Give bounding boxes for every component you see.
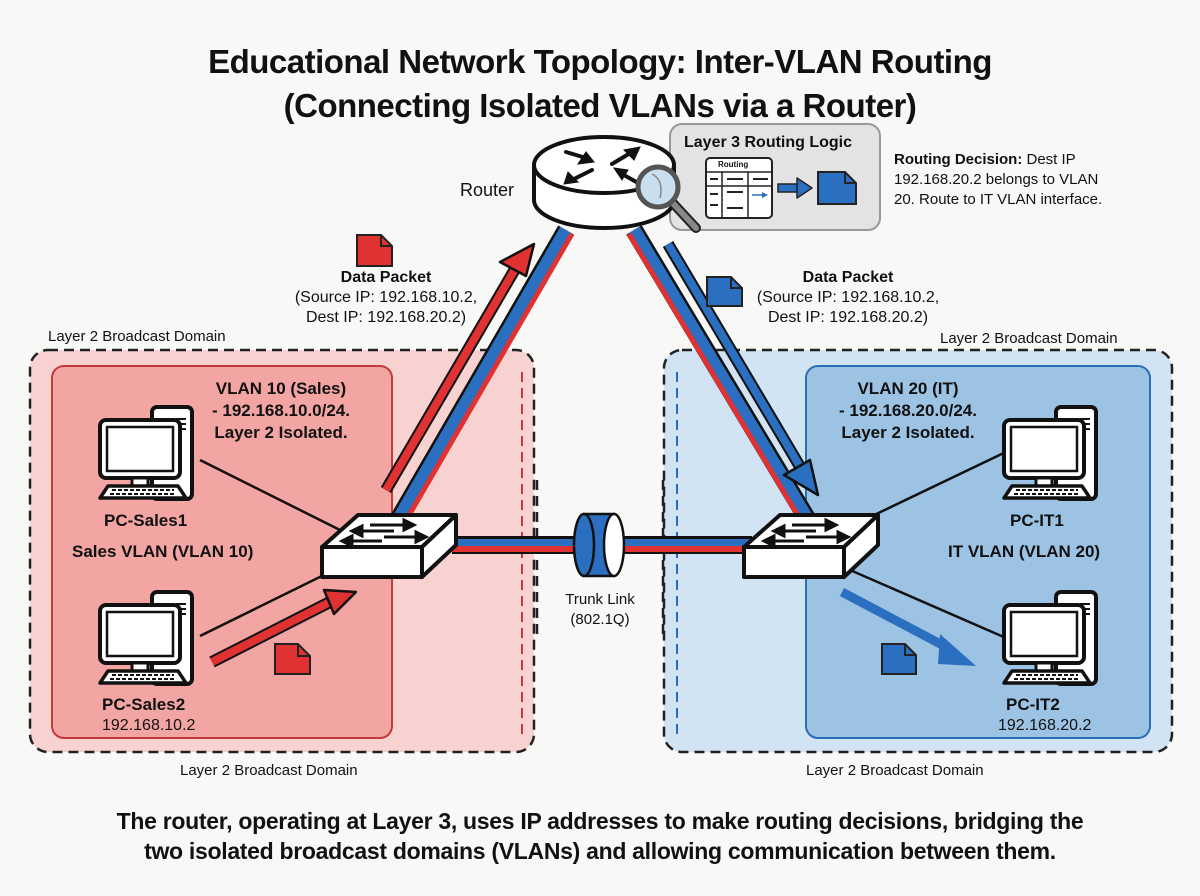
routing-decision-text-2: 192.168.20.2 belongs to VLAN [894, 171, 1099, 188]
packet-left-dest: Dest IP: 192.168.20.2) [305, 309, 467, 326]
cable-it2 [849, 568, 1007, 640]
vlan20-info: VLAN 20 (IT) - 192.168.20.0/24. Layer 2 … [822, 378, 994, 444]
pc-sales2-ip: 192.168.10.2 [102, 717, 196, 734]
packet-right-dest: Dest IP: 192.168.20.2) [767, 309, 929, 326]
router-label: Router [460, 180, 515, 200]
packet-arrow-switch-to-it2 [839, 588, 976, 666]
cables [199, 448, 1011, 640]
pc-sales1-label: PC-Sales1 [104, 511, 188, 530]
caption-line-1: The router, operating at Layer 3, uses I… [116, 808, 1084, 834]
left-domain-top-label: Layer 2 Broadcast Domain [48, 328, 226, 345]
pc-sales1-icon[interactable] [98, 405, 194, 501]
pc-sales2-label: PC-Sales2 [102, 695, 186, 714]
routed-packet-icon [817, 171, 857, 205]
packet-icon-red-low [274, 643, 311, 675]
cable-sales1 [199, 458, 341, 532]
packet-info-left: Data Packet (Source IP: 192.168.10.2, De… [266, 268, 506, 328]
vlan20-isolation: Layer 2 Isolated. [841, 423, 975, 442]
pc-it1-label: PC-IT1 [1010, 511, 1064, 530]
uplink-left [390, 225, 575, 526]
vlan10-info: VLAN 10 (Sales) - 192.168.10.0/24. Layer… [196, 378, 366, 444]
packet-icon-red-top [356, 234, 393, 267]
packet-arrow-sales2-to-switch [209, 588, 358, 668]
routing-logic-box [669, 123, 881, 231]
cable-sales2 [199, 570, 331, 638]
routing-decision: Routing Decision: Dest IP 192.168.20.2 b… [894, 150, 1102, 210]
packet-right-source: (Source IP: 192.168.10.2, [756, 289, 940, 306]
vlan10-name: Sales VLAN (VLAN 10) [72, 542, 254, 561]
pc-sales2-icon[interactable] [98, 590, 194, 686]
pc-it2-icon[interactable] [1002, 590, 1098, 686]
caption-line-2: two isolated broadcast domains (VLANs) a… [144, 838, 1056, 864]
packet-icon-blue-top [706, 276, 743, 307]
pc-it2-ip: 192.168.20.2 [998, 717, 1092, 734]
packet-arrow-left-up [380, 242, 536, 494]
vlan10-title: VLAN 10 (Sales) [215, 379, 347, 398]
routing-table-header: Routing [718, 160, 749, 169]
vlan10-subnet: - 192.168.10.0/24. [211, 401, 350, 420]
vlan20-name: IT VLAN (VLAN 20) [948, 542, 1101, 561]
vlan20-subnet: - 192.168.20.0/24. [838, 401, 977, 420]
packet-left-source: (Source IP: 192.168.10.2, [294, 289, 478, 306]
magnifier-icon [635, 164, 701, 233]
right-domain-bottom-label: Layer 2 Broadcast Domain [806, 762, 984, 779]
title-line-2: (Connecting Isolated VLANs via a Router) [283, 87, 917, 124]
left-domain-bottom-label: Layer 2 Broadcast Domain [180, 762, 358, 779]
forward-arrow-icon [777, 177, 813, 199]
routing-logic-title: Layer 3 Routing Logic [684, 134, 853, 151]
trunk-label: Trunk Link (802.1Q) [540, 590, 660, 630]
routing-decision-text-3: 20. Route to IT VLAN interface. [894, 191, 1103, 208]
routing-decision-label: Routing Decision: [894, 151, 1023, 168]
packet-arrow-right-down [662, 240, 820, 497]
packet-info-right: Data Packet (Source IP: 192.168.10.2, De… [728, 268, 968, 328]
diagram-caption: The router, operating at Layer 3, uses I… [0, 806, 1200, 866]
uplink-right [626, 225, 816, 526]
packet-left-title: Data Packet [340, 269, 432, 286]
trunk-protocol: (802.1Q) [570, 611, 630, 628]
diagram-title: Educational Network Topology: Inter-VLAN… [0, 40, 1200, 128]
routing-table-icon [705, 157, 773, 219]
packet-right-title: Data Packet [802, 269, 894, 286]
vlan20-title: VLAN 20 (IT) [857, 379, 959, 398]
vlan-tag-cylinder-icon [572, 512, 626, 578]
trunk-title: Trunk Link [565, 591, 635, 608]
packet-icon-blue-low [881, 643, 917, 675]
right-domain-top-label: Layer 2 Broadcast Domain [940, 330, 1118, 347]
cable-it1 [867, 448, 1011, 520]
routing-decision-text-1: Dest IP [1022, 151, 1076, 168]
pc-it2-label: PC-IT2 [1006, 695, 1060, 714]
title-line-1: Educational Network Topology: Inter-VLAN… [208, 43, 992, 80]
pc-it1-icon[interactable] [1002, 405, 1098, 501]
vlan10-isolation: Layer 2 Isolated. [214, 423, 348, 442]
